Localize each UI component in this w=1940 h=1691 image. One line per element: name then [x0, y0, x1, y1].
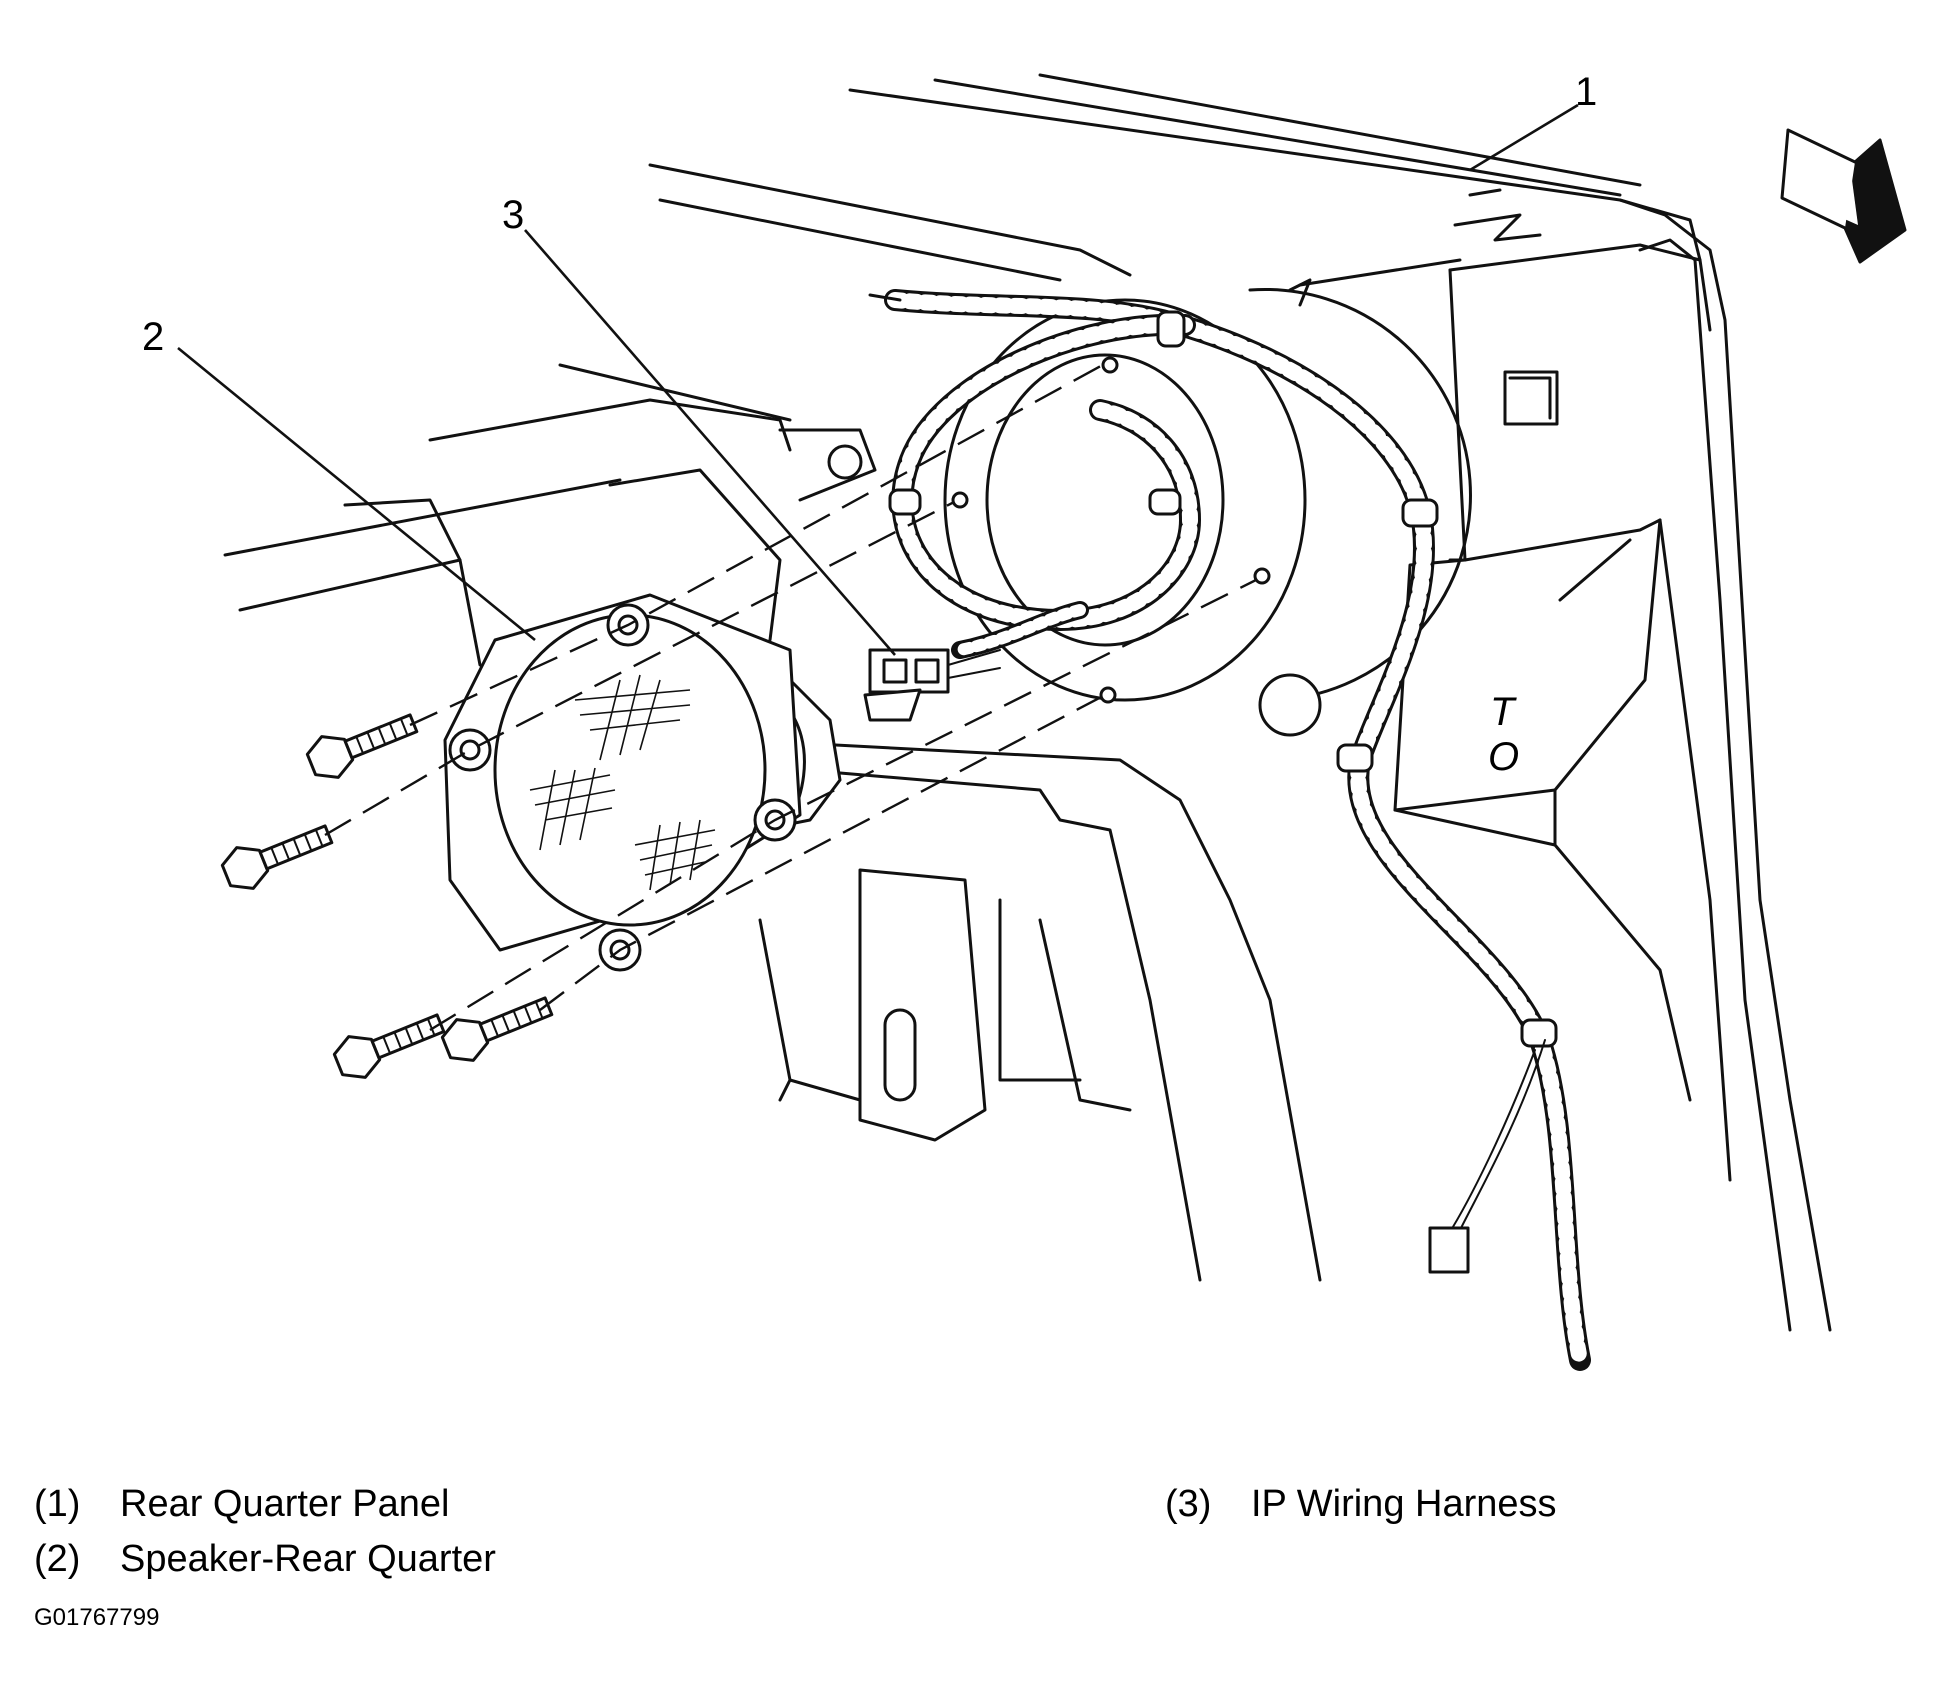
callout-1: 1	[1575, 70, 1597, 114]
bolt	[305, 713, 419, 779]
legend-item-1: (1)Rear Quarter Panel	[34, 1483, 450, 1525]
alignment-lines	[324, 356, 1271, 1032]
callout-3: 3	[502, 193, 524, 237]
ip-wiring-harness	[863, 289, 1591, 1371]
callout-2: 2	[142, 315, 164, 359]
figure-id: G01767799	[34, 1604, 160, 1631]
direction-arrow-icon	[1780, 128, 1907, 264]
exploded-view-illustration: T O	[142, 70, 1907, 1371]
mounting-bolts	[220, 713, 554, 1079]
bolt	[332, 1013, 446, 1079]
rear-quarter-speaker	[443, 593, 842, 972]
panel-stamp: T	[1490, 690, 1517, 734]
legend-item-3: (3)IP Wiring Harness	[1165, 1483, 1557, 1525]
svg-text:O: O	[1488, 735, 1519, 779]
legend-item-2: (2)Speaker-Rear Quarter	[34, 1538, 496, 1580]
bolt	[220, 824, 334, 890]
callouts: 1 2 3	[142, 70, 1597, 656]
rear-quarter-panel: T O	[848, 73, 1832, 1332]
bolt	[440, 996, 554, 1062]
